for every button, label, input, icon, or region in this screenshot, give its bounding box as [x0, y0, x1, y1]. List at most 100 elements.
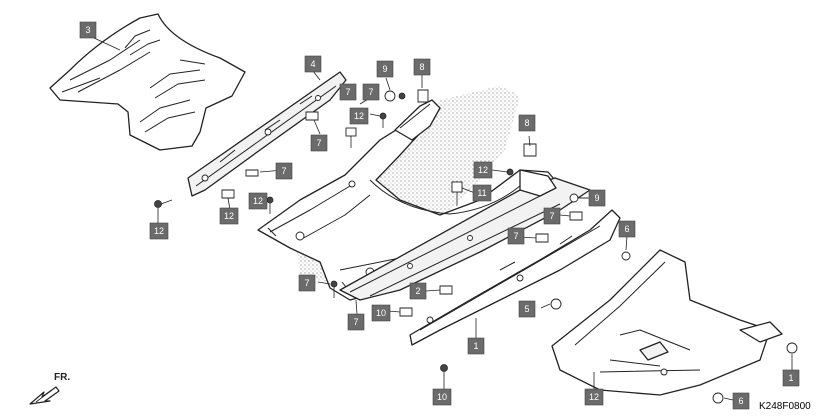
callout-5: 5	[518, 300, 536, 318]
callout-box	[518, 114, 536, 132]
callout-6: 6	[732, 392, 750, 410]
callout-4: 4	[304, 55, 322, 73]
floor-mat-part	[49, 13, 246, 151]
callout-label: 7	[549, 211, 554, 221]
callout-3: 3	[79, 21, 97, 39]
callout-label: 9	[382, 64, 387, 74]
callout-label: 11	[477, 188, 486, 198]
callout-box	[473, 161, 493, 179]
callout-10: 10	[371, 304, 391, 322]
callout-7: 7	[298, 274, 316, 292]
callout-7: 7	[507, 227, 525, 245]
callout-1: 1	[782, 369, 800, 387]
callout-7: 7	[275, 162, 293, 180]
callout-box	[732, 392, 750, 410]
callout-box	[409, 282, 427, 300]
callout-label: 7	[281, 166, 286, 176]
callout-label: 7	[345, 87, 350, 97]
callout-label: 1	[788, 373, 793, 383]
callout-label: 12	[154, 226, 164, 236]
callout-box	[432, 388, 452, 406]
bolt-icon	[550, 298, 562, 310]
callout-7: 7	[339, 83, 357, 101]
callout-7: 7	[362, 83, 380, 101]
callout-label: 6	[738, 396, 743, 406]
callout-box	[349, 107, 369, 125]
screw-icon	[330, 280, 338, 298]
callout-label: 3	[85, 25, 90, 35]
callout-label: 9	[594, 193, 599, 203]
screw-icon	[440, 364, 448, 384]
callout-label: 8	[419, 62, 424, 72]
clip-icon	[221, 189, 235, 199]
callout-1: 1	[467, 337, 485, 355]
callout-6: 6	[618, 220, 636, 238]
callout-9: 9	[376, 60, 394, 78]
callout-label: 7	[353, 317, 358, 327]
callout-12: 12	[149, 222, 169, 240]
callout-label: 12	[253, 196, 263, 206]
callout-box	[362, 83, 380, 101]
callout-label: 12	[354, 111, 364, 121]
callout-box	[588, 189, 606, 207]
callout-box	[219, 207, 239, 225]
callout-7: 7	[347, 313, 365, 331]
callout-label: 1	[473, 341, 478, 351]
front-direction-label: FR.	[54, 372, 70, 383]
callout-12: 12	[349, 107, 369, 125]
clip-icon	[399, 307, 413, 317]
bolt-icon	[712, 392, 724, 404]
step-side-cover-part	[409, 209, 621, 346]
callout-label: 4	[310, 59, 315, 69]
callout-box	[782, 369, 800, 387]
callout-7: 7	[310, 134, 328, 152]
callout-12: 12	[473, 161, 493, 179]
drawing-code: K248F0800	[759, 401, 811, 412]
callout-box	[518, 300, 536, 318]
callout-label: 10	[437, 392, 447, 402]
callout-box	[507, 227, 525, 245]
callout-box	[298, 274, 316, 292]
bolt-icon	[451, 181, 463, 206]
callout-8: 8	[413, 58, 431, 76]
callout-label: 8	[524, 118, 529, 128]
callout-box	[347, 313, 365, 331]
callout-box	[467, 337, 485, 355]
callout-box	[339, 83, 357, 101]
bolt-icon	[786, 342, 798, 354]
front-bracket-part	[394, 99, 557, 197]
left-rail-part	[187, 71, 347, 197]
callout-box	[248, 192, 268, 210]
callout-box	[79, 21, 97, 39]
callout-2: 2	[409, 282, 427, 300]
bolt-icon	[345, 127, 357, 148]
callout-label: 12	[589, 392, 599, 402]
clip-icon	[439, 285, 453, 295]
callout-12: 12	[248, 192, 268, 210]
callout-label: 5	[524, 304, 529, 314]
callout-label: 12	[478, 165, 488, 175]
callout-box	[376, 60, 394, 78]
callout-7: 7	[543, 207, 561, 225]
callout-12: 12	[584, 388, 604, 406]
bolt-icon	[266, 196, 274, 214]
callout-box	[149, 222, 169, 240]
callout-box	[618, 220, 636, 238]
clip-icon	[417, 89, 429, 103]
callout-box	[275, 162, 293, 180]
callout-label: 7	[316, 138, 321, 148]
clip-icon	[305, 111, 319, 121]
callout-12: 12	[219, 207, 239, 225]
callout-11: 11	[472, 184, 492, 202]
rear-undertray-part	[551, 249, 783, 396]
clip-icon	[535, 233, 549, 243]
callout-box	[543, 207, 561, 225]
callout-label: 7	[368, 87, 373, 97]
bolt-icon	[384, 90, 406, 102]
callout-9: 9	[588, 189, 606, 207]
hardware-group	[154, 89, 798, 404]
callout-box	[310, 134, 328, 152]
bolt-icon	[154, 199, 173, 208]
callout-box	[304, 55, 322, 73]
